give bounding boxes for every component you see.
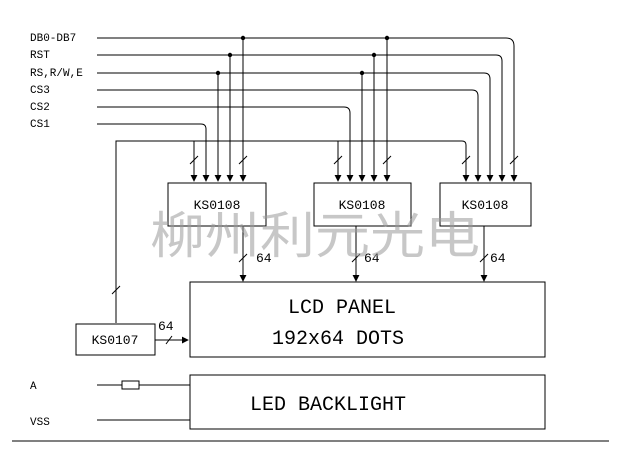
resistor-symbol <box>121 380 140 390</box>
controller-label: KS0107 <box>92 333 139 348</box>
signal-label-db: DB0-DB7 <box>30 33 76 45</box>
pin-a-label: A <box>30 381 37 393</box>
signal-label-rs-rw-e: RS,R/W,E <box>30 68 83 80</box>
signal-label-cs1: CS1 <box>30 119 50 131</box>
backlight-pins: A VSS <box>30 380 190 429</box>
driver-3: KS0108 <box>439 182 532 227</box>
led-backlight: LED BACKLIGHT <box>189 374 546 430</box>
signal-label-cs3: CS3 <box>30 85 50 97</box>
pin-vss-label: VSS <box>30 417 50 429</box>
lcd-panel-resolution: 192x64 DOTS <box>272 328 404 351</box>
controller-bus-width-label: 64 <box>158 319 174 334</box>
bus-width-label-2: 64 <box>364 251 380 266</box>
driver-1-label: KS0108 <box>194 198 241 213</box>
driver-3-label: KS0108 <box>462 198 509 213</box>
bus-width-label-3: 64 <box>490 251 506 266</box>
lcd-panel-title: LCD PANEL <box>288 297 396 320</box>
driver-output-buses <box>238 226 489 282</box>
signal-label-cs2: CS2 <box>30 102 50 114</box>
driver-2-drops <box>359 35 390 170</box>
watermark: 柳州利元光电 <box>150 207 480 265</box>
bus-width-label-1: 64 <box>256 251 272 266</box>
signal-bus-lines <box>97 37 515 170</box>
driver-1: KS0108 <box>167 182 267 227</box>
driver-2-label: KS0108 <box>339 198 386 213</box>
bus-slash-marks <box>189 155 519 165</box>
driver-input-arrows <box>190 170 518 182</box>
driver-1-drops <box>215 35 246 170</box>
lcd-panel: LCD PANEL 192x64 DOTS <box>189 281 546 358</box>
controller: KS0107 64 <box>75 319 189 356</box>
led-backlight-label: LED BACKLIGHT <box>250 394 406 417</box>
signal-label-rst: RST <box>30 50 50 62</box>
controller-link <box>111 140 467 323</box>
driver-2: KS0108 <box>313 182 412 227</box>
